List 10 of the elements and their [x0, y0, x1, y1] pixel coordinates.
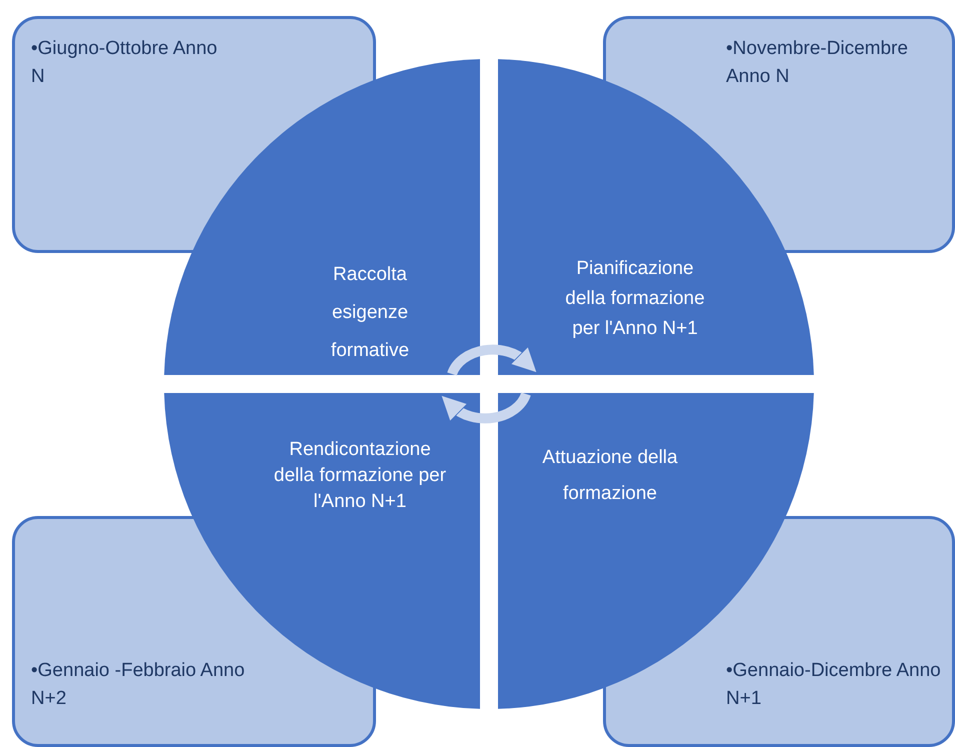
cycle-arrow	[447, 344, 540, 376]
period-text: •Novembre-Dicembre Anno N	[726, 37, 909, 89]
period-text: •Gennaio -Febbraio Anno N+2	[31, 659, 246, 711]
quadrant-label: Rendicontazione della formazione per l'Anno N+1	[272, 438, 448, 514]
period-text: •Gennaio-Dicembre Anno N+1	[726, 659, 941, 711]
period-text: •Giugno-Ottobre Anno N	[31, 37, 218, 89]
quadrant-label: Raccolta esigenze formative	[330, 263, 410, 363]
quadrant-label: Attuazione della formazione	[541, 446, 679, 506]
quadrant-label: Pianificazione della formazione per l'Anno N+1	[564, 257, 706, 341]
cycle-arrow	[438, 392, 531, 424]
